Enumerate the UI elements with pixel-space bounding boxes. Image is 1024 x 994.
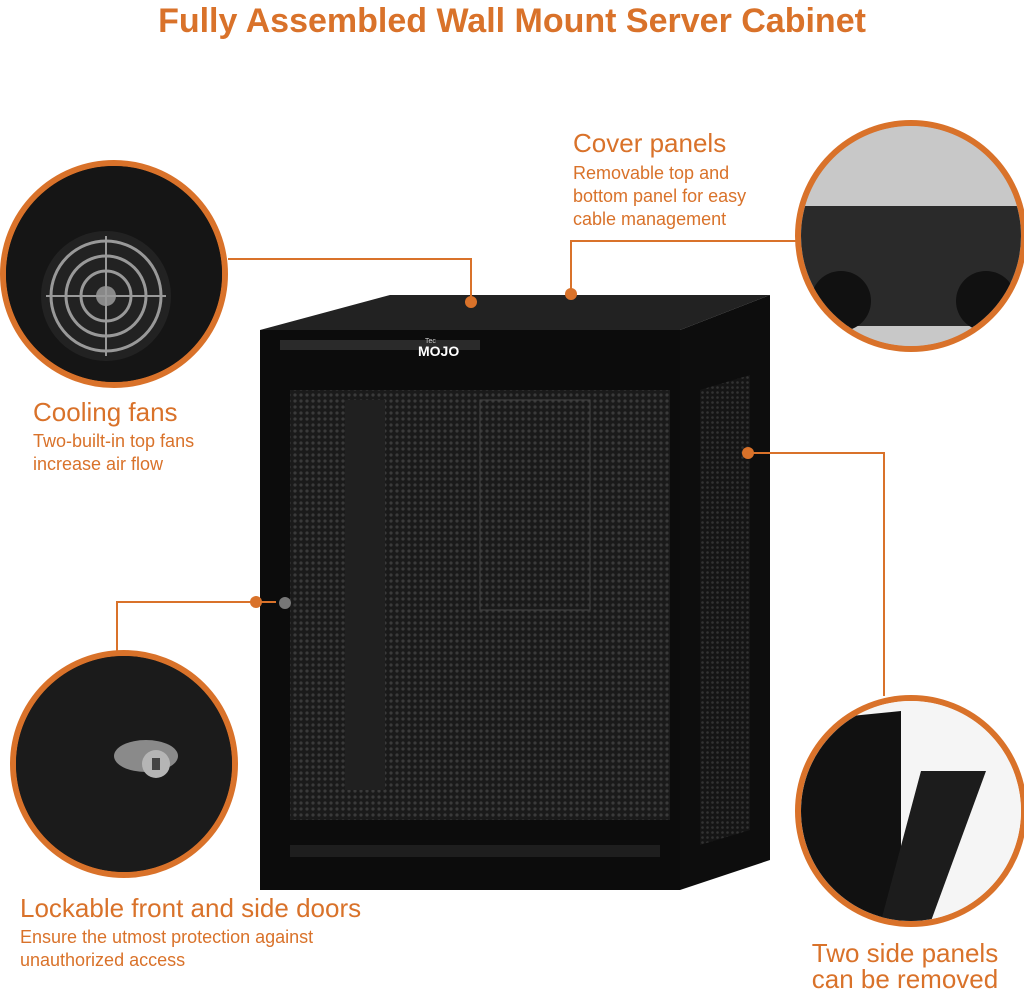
- lockable-doors-desc: Ensure the utmost protection against una…: [20, 927, 314, 970]
- brand-name: MOJO: [418, 343, 459, 359]
- cover-panels-desc: Removable top and bottom panel for easy …: [573, 163, 747, 229]
- page-title: Fully Assembled Wall Mount Server Cabine…: [158, 2, 866, 40]
- fan-icon: [6, 166, 222, 382]
- side-panel-photo: [795, 695, 1024, 927]
- cooling-fans-heading: Cooling fans: [33, 397, 178, 427]
- lockable-doors-heading: Lockable front and side doors: [20, 893, 362, 923]
- side-panels-heading: Two side panels can be removed: [811, 938, 999, 994]
- cooling-fan-photo: [0, 160, 228, 388]
- door-lock-photo: [10, 650, 238, 878]
- cover-panel-photo: [795, 120, 1024, 352]
- cover-panels-heading: Cover panels: [573, 128, 727, 158]
- server-cabinet-image: Tec MOJO: [260, 295, 770, 890]
- brand-small: Tec: [425, 338, 436, 345]
- lock-icon: [16, 656, 232, 872]
- cooling-fans-desc: Two-built-in top fans increase air flow: [33, 431, 195, 474]
